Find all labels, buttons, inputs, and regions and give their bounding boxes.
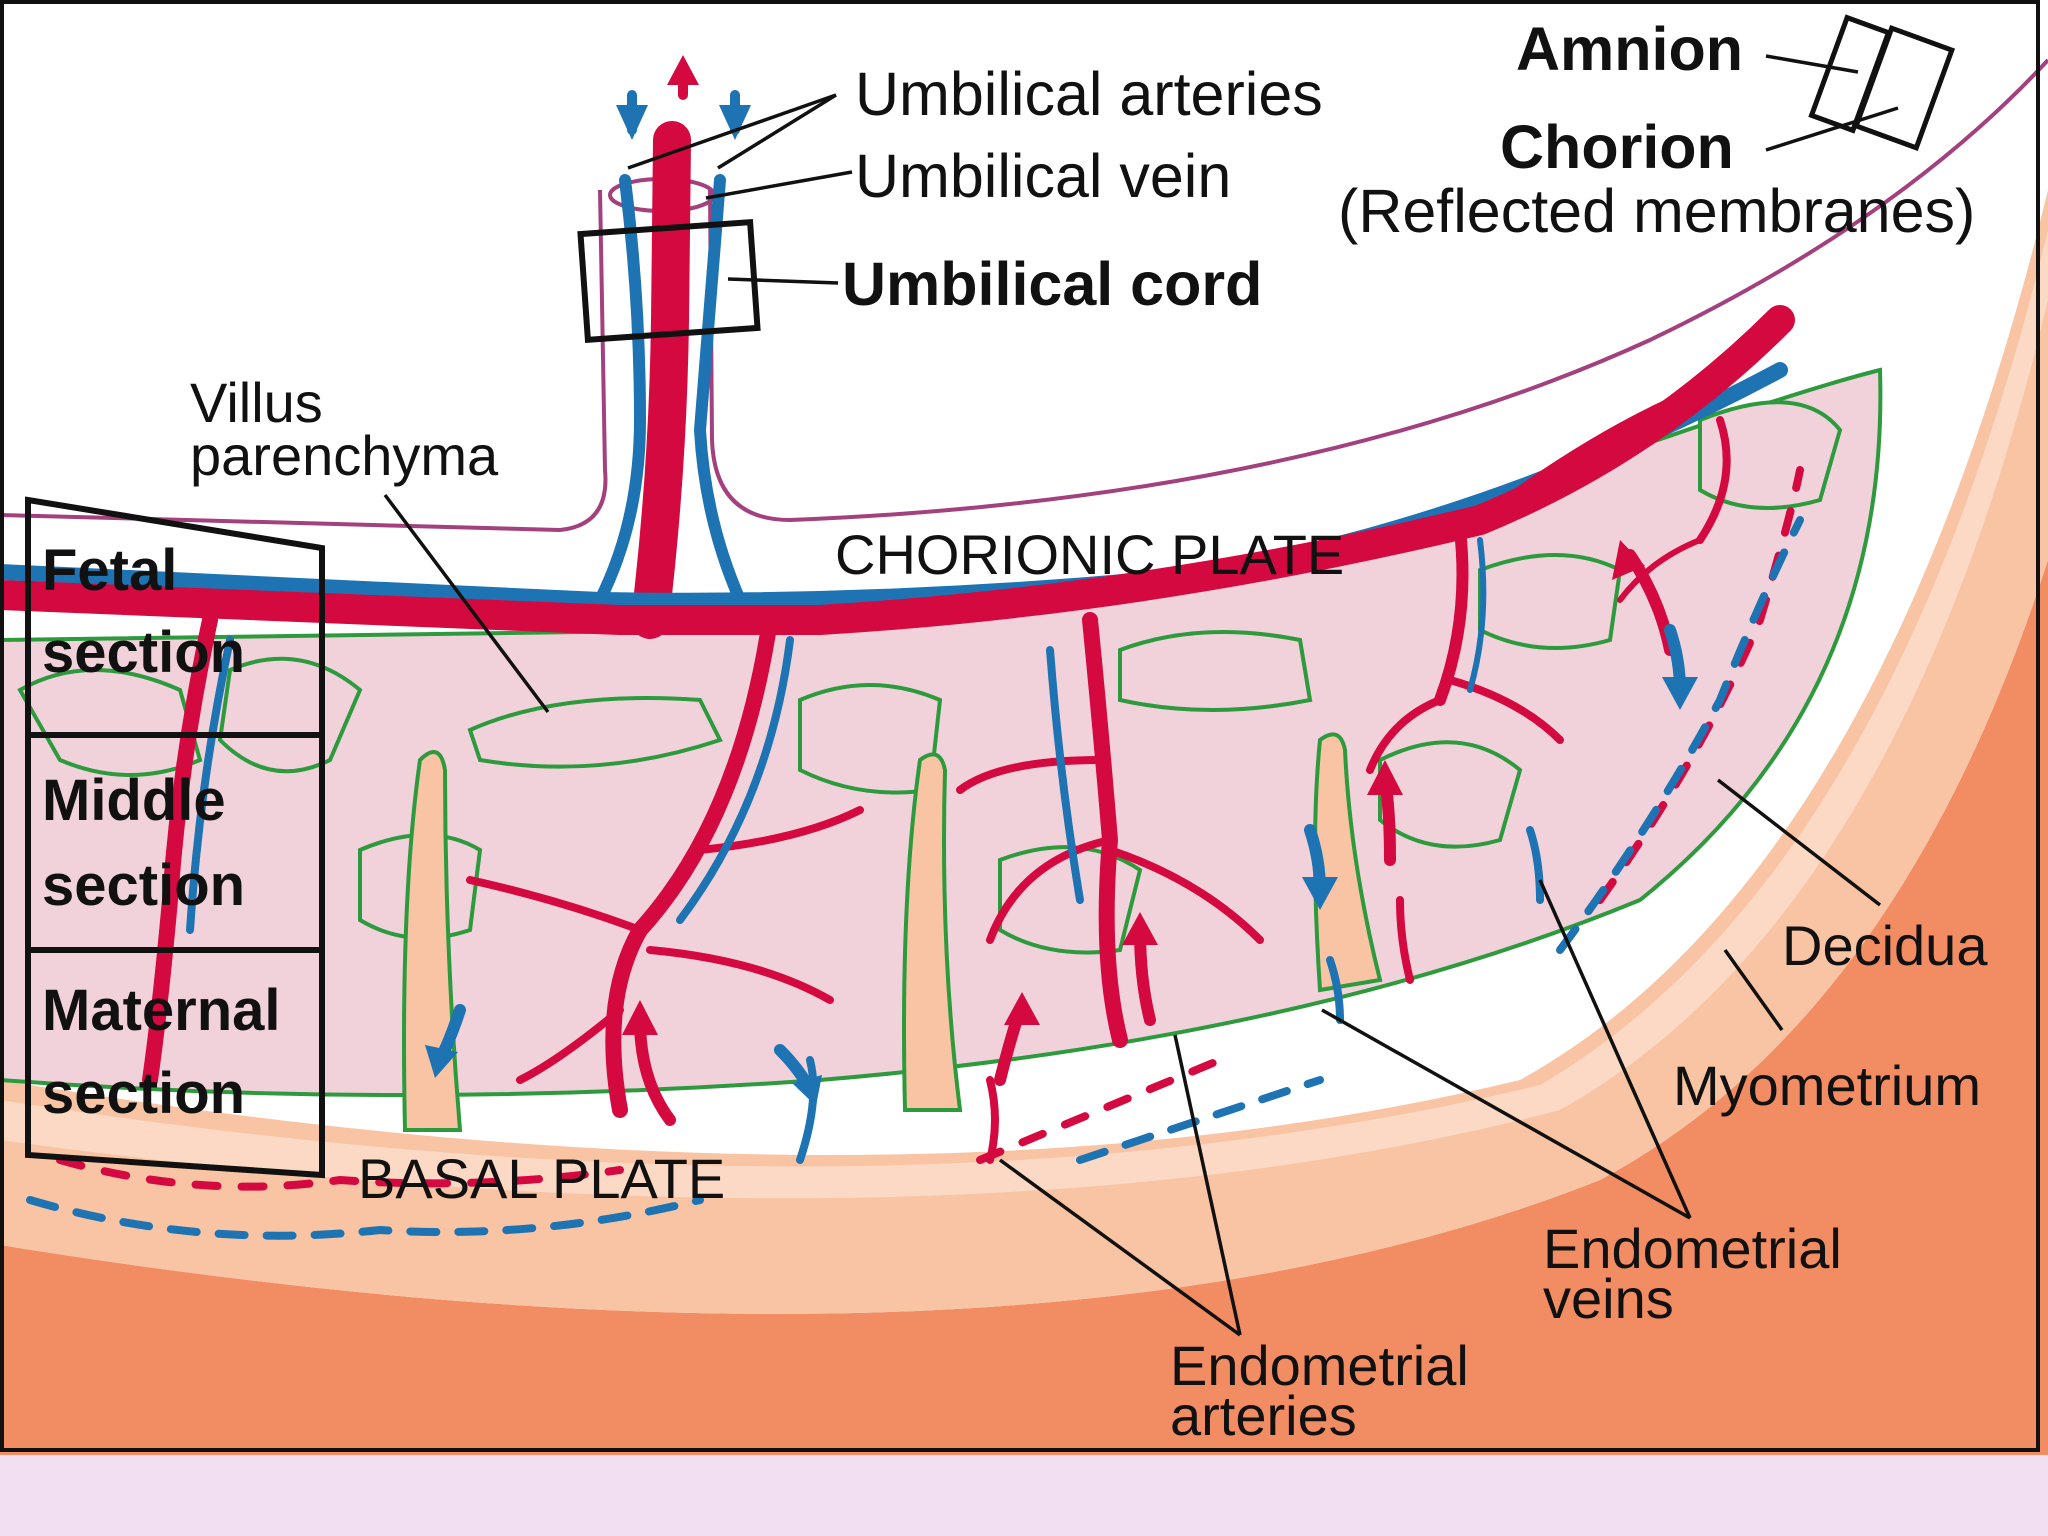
myometrium-layer <box>0 560 2048 1455</box>
label-endometrial-veins-2: veins <box>1543 1267 1674 1330</box>
decidua-layer <box>0 190 2048 1314</box>
label-middle-section-1: Middle <box>42 768 226 833</box>
label-reflected-membranes: (Reflected membranes) <box>1338 177 1975 245</box>
label-amnion: Amnion <box>1516 15 1743 83</box>
label-fetal-section-2: section <box>42 620 245 685</box>
label-endometrial-arteries-2: arteries <box>1170 1384 1357 1447</box>
label-chorionic-plate: CHORIONIC PLATE <box>835 523 1344 586</box>
label-fetal-section-1: Fetal <box>42 538 177 603</box>
diagram-border <box>0 0 2040 1452</box>
label-basal-plate: BASAL PLATE <box>358 1147 725 1210</box>
section-boxes <box>25 496 325 1179</box>
villous-trees-arteries <box>142 416 1731 1118</box>
label-parenchyma: parenchyma <box>190 424 499 487</box>
umbilical-cord <box>577 121 761 639</box>
label-maternal-section-1: Maternal <box>42 978 281 1043</box>
label-chorion: Chorion <box>1500 113 1734 181</box>
amnion-membrane-line <box>0 189 608 533</box>
label-villus: Villus <box>190 371 323 434</box>
label-umbilical-vein: Umbilical vein <box>855 142 1231 210</box>
label-endometrial-arteries-1: Endometrial <box>1170 1334 1469 1397</box>
villous-trees-veins <box>186 537 1487 934</box>
leader-lines <box>383 54 1899 1337</box>
label-endometrial-veins-1: Endometrial <box>1543 1217 1842 1280</box>
label-decidua: Decidua <box>1782 914 1988 977</box>
endometrial-vessels <box>26 466 1804 1240</box>
amnion-membrane-curve <box>708 58 2048 523</box>
label-middle-section-2: section <box>42 853 245 918</box>
label-maternal-section-2: section <box>42 1061 245 1126</box>
label-umbilical-cord: Umbilical cord <box>842 250 1262 318</box>
label-myometrium: Myometrium <box>1673 1054 1981 1117</box>
chorionic-vessels <box>0 305 1795 636</box>
villi-group <box>17 400 1843 955</box>
umbilical-cord-box <box>577 218 761 344</box>
label-umbilical-arteries: Umbilical arteries <box>855 60 1323 128</box>
